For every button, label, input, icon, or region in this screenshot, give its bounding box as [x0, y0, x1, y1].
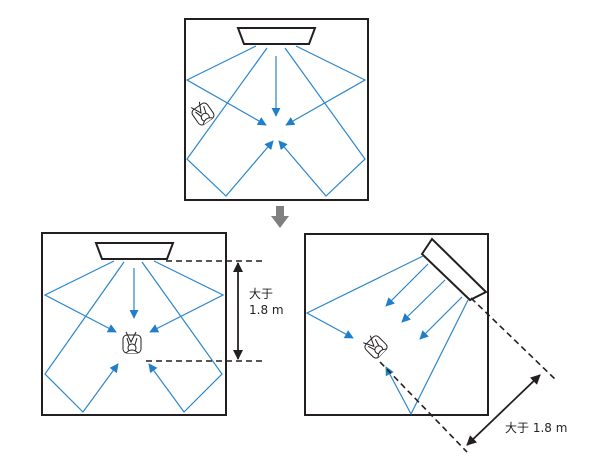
- distance-label-line2: 1.8 m: [249, 303, 284, 317]
- distance-guide-top: [470, 297, 557, 381]
- panel-bottom-right: 大于 1.8 m: [304, 233, 567, 453]
- distance-label: 大于 1.8 m: [505, 421, 567, 435]
- panel-bottom-left: 大于 1.8 m: [41, 232, 284, 416]
- room-outline: [304, 233, 489, 416]
- distance-arrow: [466, 374, 541, 446]
- distance-guide-bottom: [379, 361, 468, 453]
- room-outline: [41, 232, 227, 416]
- sound-beams: [43, 260, 225, 413]
- down-arrow-icon: [271, 206, 289, 228]
- room-outline: [184, 18, 369, 201]
- soundbar: [94, 242, 175, 260]
- listener-icon: [188, 98, 217, 128]
- soundbar: [236, 27, 317, 45]
- panel-top: [184, 18, 369, 201]
- sound-beams: [185, 45, 367, 197]
- sound-beams: [305, 255, 469, 416]
- listener-icon: [360, 331, 390, 361]
- soundbar-angled: [420, 237, 488, 302]
- listener-icon: [122, 331, 142, 354]
- distance-label-line1: 大于: [249, 287, 273, 301]
